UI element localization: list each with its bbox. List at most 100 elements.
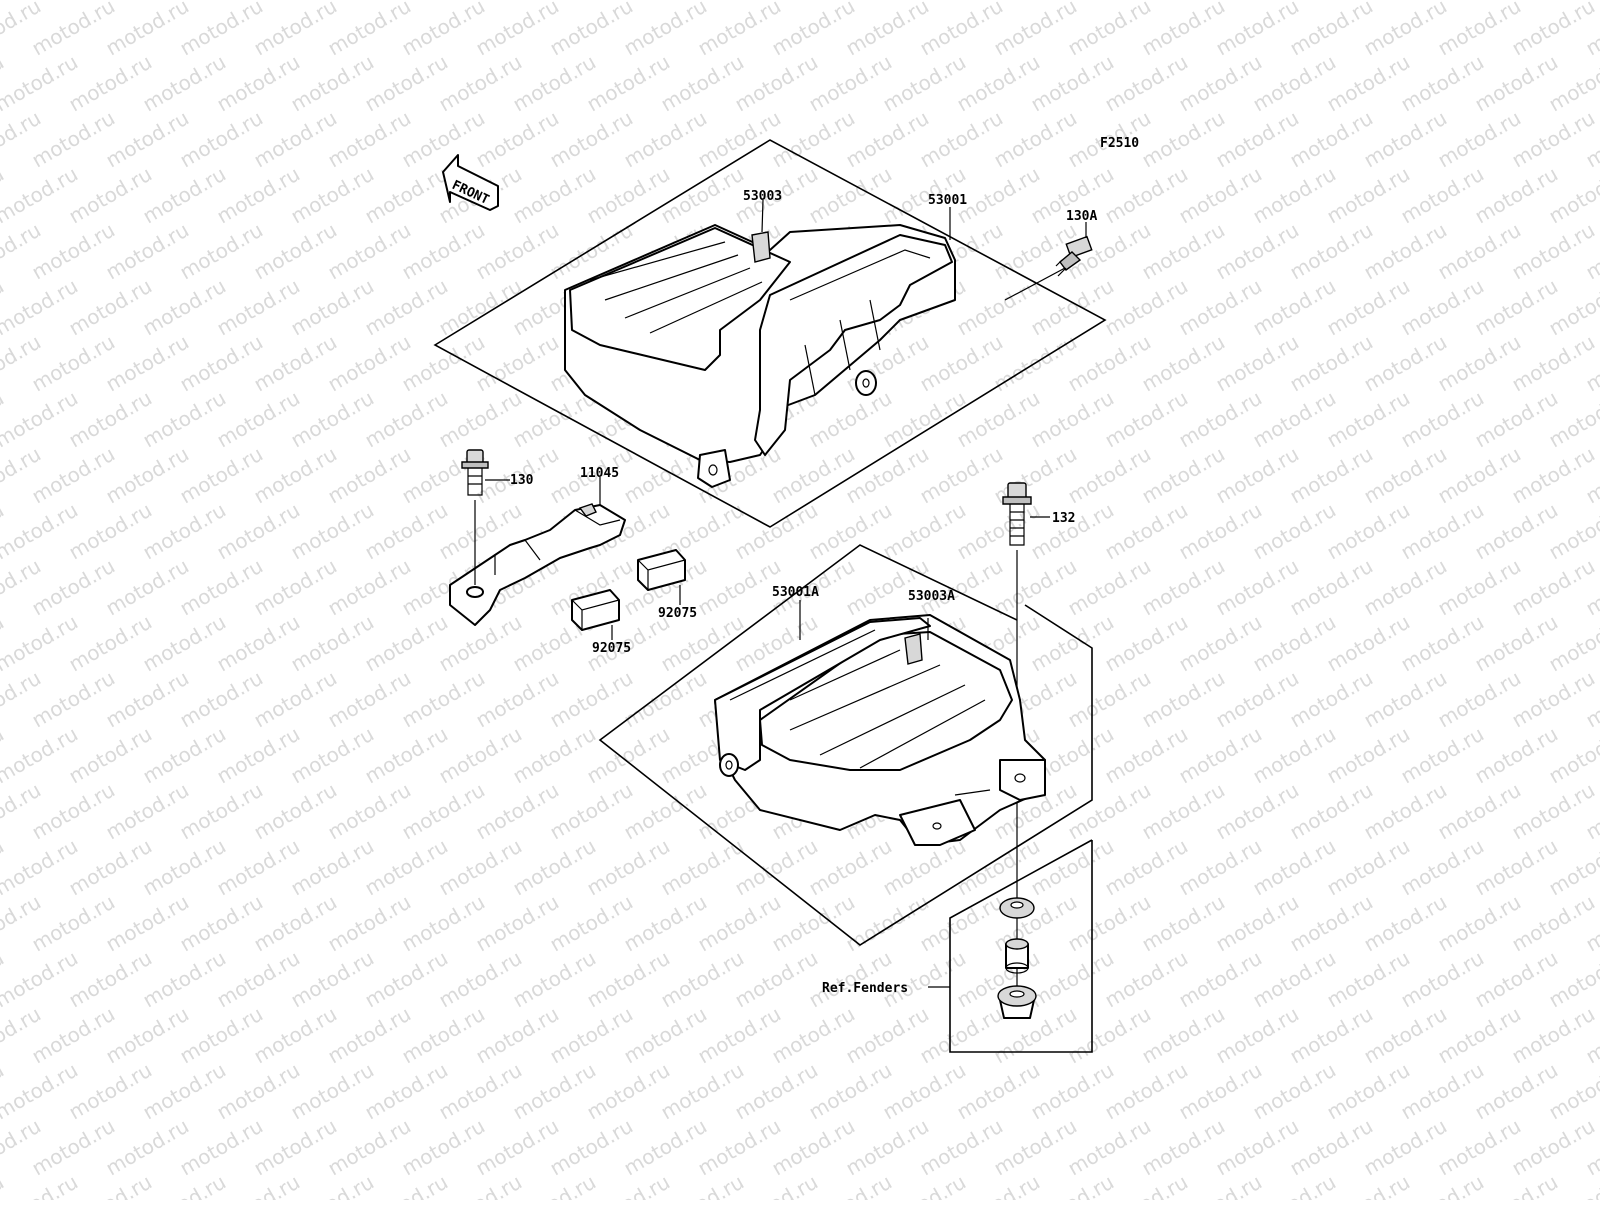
watermark-text: motod.ru	[324, 1114, 415, 1181]
watermark-text: motod.ru	[842, 890, 933, 957]
watermark-text: motod.ru	[435, 274, 526, 341]
watermark-text: motod.ru	[102, 554, 193, 621]
watermark-text: motod.ru	[0, 1170, 8, 1200]
watermark-text: motod.ru	[139, 162, 230, 229]
watermark-text: motod.ru	[1397, 722, 1488, 789]
watermark-text: motod.ru	[546, 778, 637, 845]
watermark-text: motod.ru	[250, 106, 341, 173]
watermark-text: motod.ru	[1175, 386, 1266, 453]
watermark-text: motod.ru	[1434, 554, 1525, 621]
watermark-text: motod.ru	[1286, 442, 1377, 509]
watermark-text: motod.ru	[287, 834, 378, 901]
watermark-text: motod.ru	[1138, 330, 1229, 397]
label-53001A: 53001A	[772, 585, 819, 600]
watermark-text: motod.ru	[176, 330, 267, 397]
watermark-text: motod.ru	[472, 330, 563, 397]
watermark-text: motod.ru	[916, 1002, 1007, 1069]
watermark-text: motod.ru	[842, 106, 933, 173]
watermark-text: motod.ru	[1064, 666, 1155, 733]
watermark-text: motod.ru	[1101, 722, 1192, 789]
watermark-text: motod.ru	[1397, 386, 1488, 453]
watermark-text: motod.ru	[953, 834, 1044, 901]
watermark-text: motod.ru	[1508, 442, 1599, 509]
label-53001: 53001	[928, 193, 967, 208]
watermark-text: motod.ru	[28, 106, 119, 173]
watermark-text: motod.ru	[1212, 1002, 1303, 1069]
watermark-text: motod.ru	[398, 778, 489, 845]
watermark-text: motod.ru	[139, 50, 230, 117]
watermark-text: motod.ru	[324, 442, 415, 509]
watermark-text: motod.ru	[324, 554, 415, 621]
watermark-text: motod.ru	[1138, 218, 1229, 285]
watermark-text: motod.ru	[1434, 666, 1525, 733]
upper-front-tab	[698, 450, 730, 487]
watermark-text: motod.ru	[102, 330, 193, 397]
watermark-text: motod.ru	[65, 50, 156, 117]
watermark-text: motod.ru	[1249, 386, 1340, 453]
watermark-text: motod.ru	[139, 498, 230, 565]
watermark-text: motod.ru	[1249, 1058, 1340, 1125]
watermark-text: motod.ru	[953, 1058, 1044, 1125]
watermark-text: motod.ru	[250, 1114, 341, 1181]
watermark-text: motod.ru	[620, 890, 711, 957]
watermark-text: motod.ru	[1323, 610, 1414, 677]
watermark-text: motod.ru	[324, 1002, 415, 1069]
watermark-text: motod.ru	[657, 834, 748, 901]
watermark-text: motod.ru	[583, 162, 674, 229]
watermark-text: motod.ru	[509, 50, 600, 117]
watermark-text: motod.ru	[176, 890, 267, 957]
watermark-text: motod.ru	[990, 218, 1081, 285]
watermark-text: motod.ru	[768, 442, 859, 509]
watermark-text: motod.ru	[1471, 50, 1562, 117]
watermark-text: motod.ru	[768, 1114, 859, 1181]
clip-53003	[752, 232, 770, 262]
watermark-text: motod.ru	[916, 890, 1007, 957]
watermark-text: motod.ru	[287, 610, 378, 677]
watermark-text: motod.ru	[1212, 778, 1303, 845]
watermark-text: motod.ru	[28, 554, 119, 621]
watermark-text: motod.ru	[805, 386, 896, 453]
watermark-text: motod.ru	[1471, 1058, 1562, 1125]
watermark-text: motod.ru	[731, 498, 822, 565]
watermark-text: motod.ru	[1508, 1002, 1599, 1069]
watermark-text: motod.ru	[28, 778, 119, 845]
watermark-text: motod.ru	[1508, 1114, 1599, 1181]
watermark-text: motod.ru	[1286, 778, 1377, 845]
watermark-text: motod.ru	[287, 1058, 378, 1125]
watermark-text: motod.ru	[472, 106, 563, 173]
watermark-text: motod.ru	[176, 1002, 267, 1069]
watermark-text: motod.ru	[879, 50, 970, 117]
watermark-text: motod.ru	[102, 890, 193, 957]
watermark-text: motod.ru	[28, 1114, 119, 1181]
watermark-text: motod.ru	[1175, 50, 1266, 117]
watermark-text: motod.ru	[1249, 946, 1340, 1013]
watermark-text: motod.ru	[953, 50, 1044, 117]
watermark-text: motod.ru	[1471, 946, 1562, 1013]
watermark-text: motod.ru	[65, 386, 156, 453]
watermark-text: motod.ru	[1508, 666, 1599, 733]
watermark-text: motod.ru	[1064, 554, 1155, 621]
watermark-text: motod.ru	[250, 218, 341, 285]
watermark-text: motod.ru	[546, 890, 637, 957]
label-92075-b: 92075	[592, 641, 631, 656]
watermark-text: motod.ru	[1434, 442, 1525, 509]
watermark-text: motod.ru	[28, 442, 119, 509]
watermark-text: motod.ru	[1508, 890, 1599, 957]
label-130: 130	[510, 473, 534, 488]
watermark-text: motod.ru	[1360, 778, 1451, 845]
label-132: 132	[1052, 511, 1075, 526]
watermark-text: motod.ru	[990, 554, 1081, 621]
watermark-text: motod.ru	[250, 890, 341, 957]
watermark-text: motod.ru	[250, 554, 341, 621]
watermark-text: motod.ru	[583, 834, 674, 901]
watermark-text: motod.ru	[1027, 946, 1118, 1013]
watermark-text: motod.ru	[1212, 666, 1303, 733]
watermark-text: motod.ru	[1323, 834, 1414, 901]
watermark-text: motod.ru	[879, 498, 970, 565]
watermark-text: motod.ru	[287, 50, 378, 117]
watermark-text: motod.ru	[65, 498, 156, 565]
watermark-text: motod.ru	[287, 722, 378, 789]
watermark-text: motod.ru	[1434, 1002, 1525, 1069]
watermark-text: motod.ru	[1249, 610, 1340, 677]
